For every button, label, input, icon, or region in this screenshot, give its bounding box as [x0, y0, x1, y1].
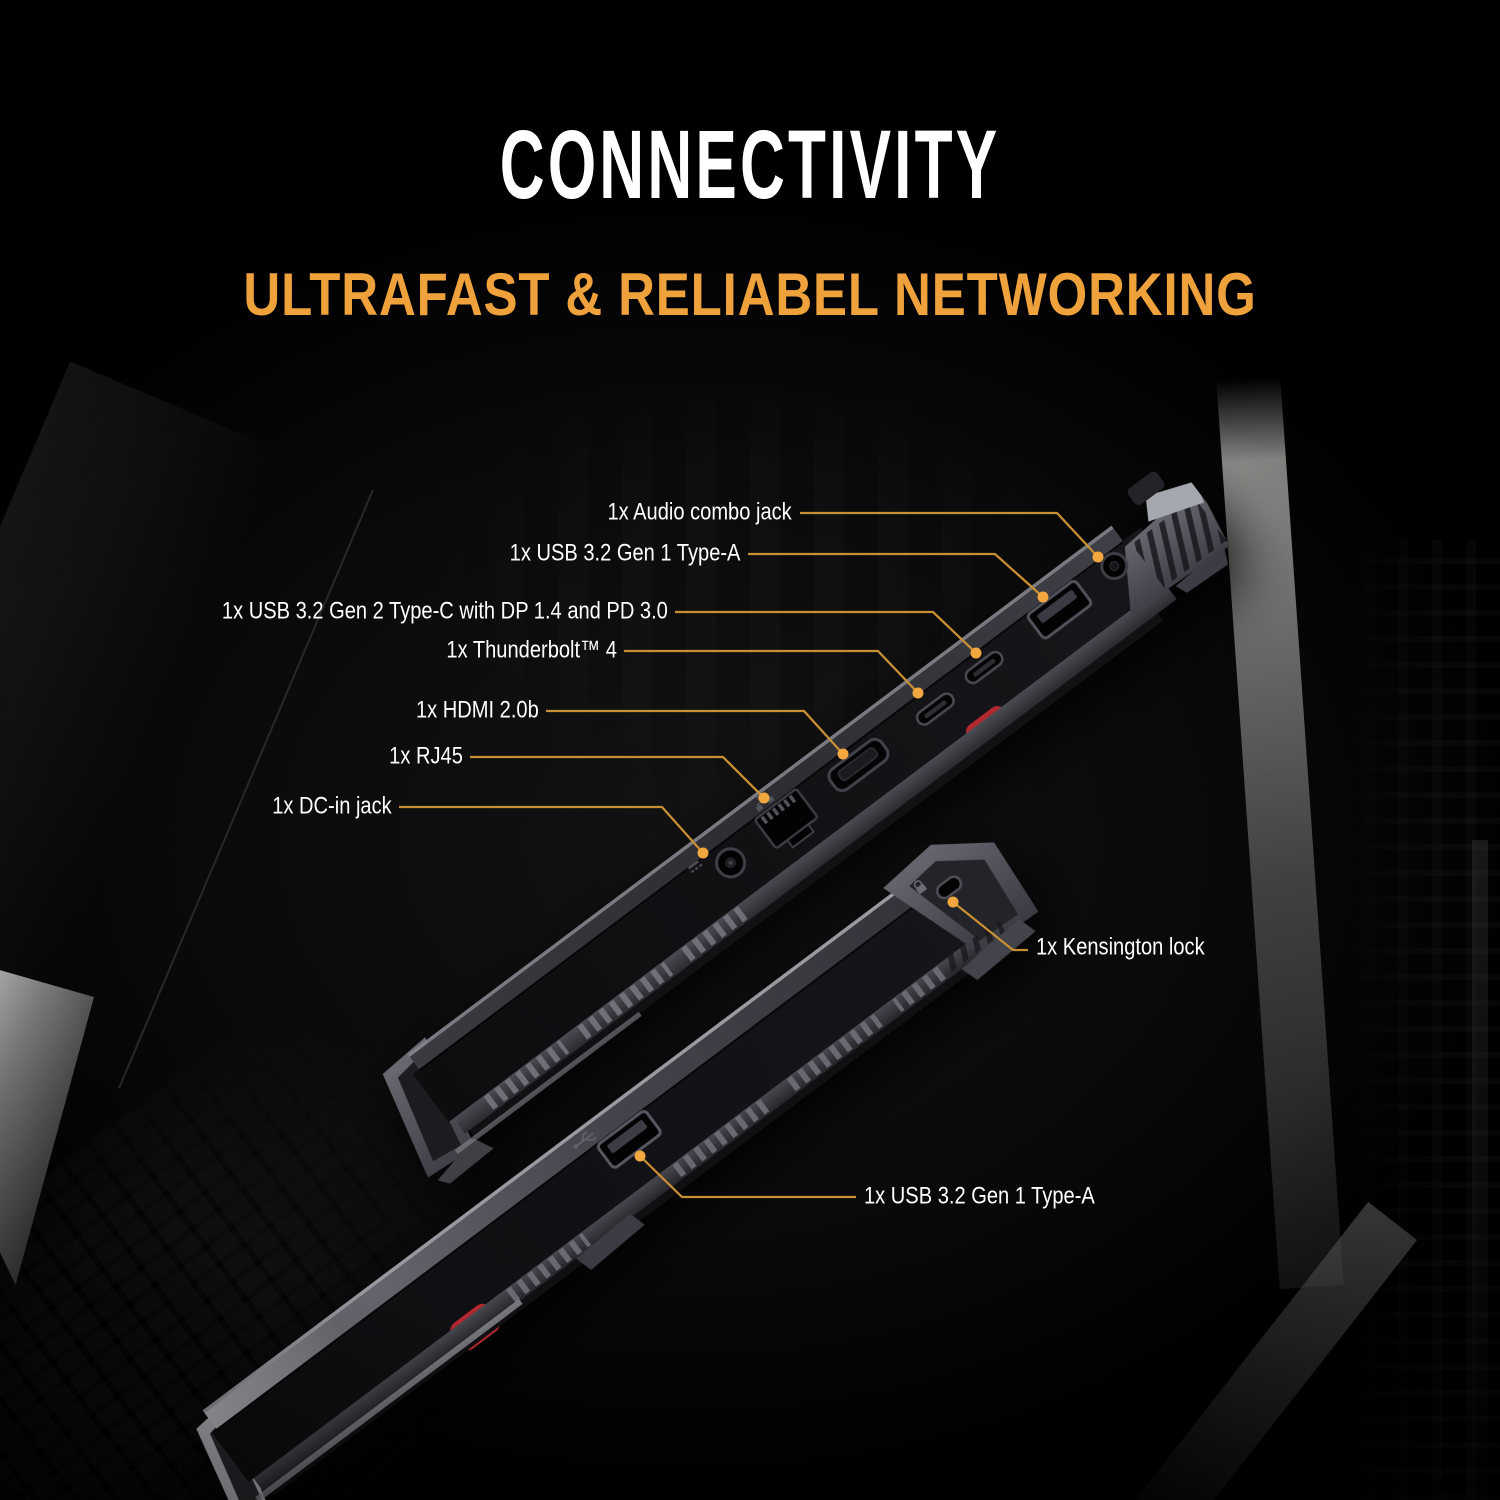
callout-label-audio-combo-jack: 1x Audio combo jack: [607, 498, 792, 526]
bg-right-light-edge: [1472, 840, 1488, 1500]
page-title-row: CONNECTIVITY: [0, 116, 1500, 213]
callout-label-usb-a-right: 1x USB 3.2 Gen 1 Type-A: [864, 1182, 1095, 1210]
callout-label-hdmi: 1x HDMI 2.0b: [416, 696, 539, 724]
callout-label-usb-a-left: 1x USB 3.2 Gen 1 Type-A: [509, 539, 740, 567]
page-subtitle: ULTRAFAST & RELIABEL NETWORKING: [243, 261, 1257, 328]
page-subtitle-row: ULTRAFAST & RELIABEL NETWORKING: [0, 265, 1500, 325]
callout-label-dc-in: 1x DC-in jack: [272, 792, 392, 820]
bg-dark-wedge: [0, 361, 374, 1089]
bg-machinery-panel: [1330, 540, 1500, 1500]
bg-light-chevron: [1134, 1201, 1417, 1500]
callout-label-thunderbolt-4: 1x Thunderbolt™ 4: [446, 636, 617, 664]
bg-light-beam: [1216, 376, 1344, 1290]
page-title: CONNECTIVITY: [499, 110, 1001, 219]
callout-label-rj45: 1x RJ45: [389, 742, 463, 770]
callout-label-kensington-lock: 1x Kensington lock: [1036, 933, 1205, 961]
bg-light-wedge: [0, 965, 94, 1285]
callout-label-usb-c-dp: 1x USB 3.2 Gen 2 Type-C with DP 1.4 and …: [222, 597, 668, 625]
